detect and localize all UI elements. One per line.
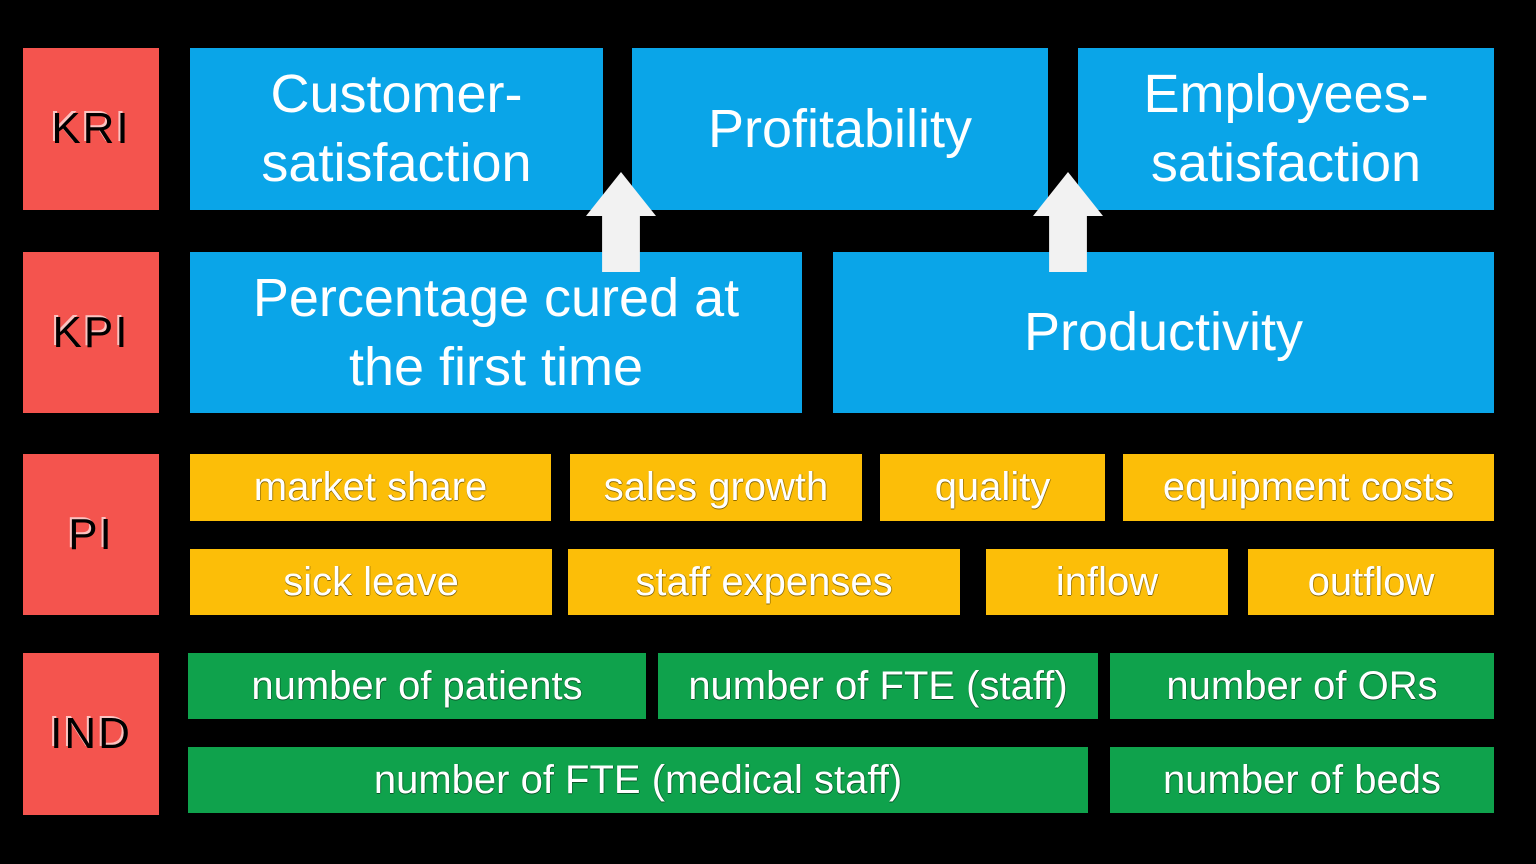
pi-box-staff-expenses: staff expenses [568,549,960,615]
category-label-kri: KRI [23,48,159,210]
kri-box-customer-satisfaction: Customer- satisfaction [190,48,603,210]
pi-box-outflow: outflow [1248,549,1494,615]
pi-box-quality: quality [880,454,1105,521]
ind-box-number-of-fte-staff: number of FTE (staff) [658,653,1098,719]
pi-box-equipment-costs: equipment costs [1123,454,1494,521]
ind-box-number-of-patients: number of patients [188,653,646,719]
ind-box-number-of-fte-medical-staff: number of FTE (medical staff) [188,747,1088,813]
kri-box-employees-satisfaction: Employees- satisfaction [1078,48,1494,210]
category-label-ind: IND [23,653,159,815]
category-label-pi: PI [23,454,159,615]
kpi-box-productivity: Productivity [833,252,1494,413]
pi-box-sales-growth: sales growth [570,454,862,521]
pi-box-inflow: inflow [986,549,1228,615]
category-label-kpi: KPI [23,252,159,413]
ind-box-number-of-beds: number of beds [1110,747,1494,813]
kpi-box-percentage-cured: Percentage cured at the first time [190,252,802,413]
pi-box-sick-leave: sick leave [190,549,552,615]
kri-box-profitability: Profitability [632,48,1048,210]
pi-box-market-share: market share [190,454,551,521]
ind-box-number-of-ors: number of ORs [1110,653,1494,719]
